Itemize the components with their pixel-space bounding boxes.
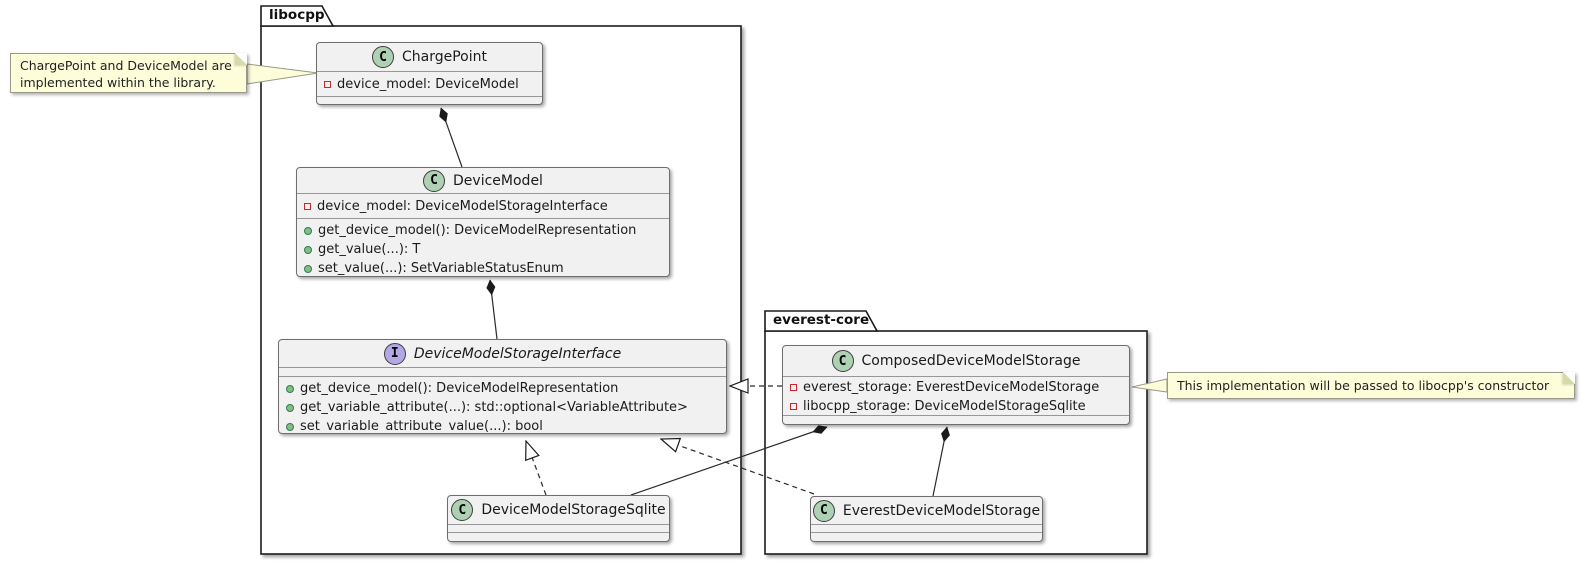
public-method-icon (304, 264, 312, 273)
class-c-icon: C (451, 499, 474, 521)
methods-section-empty (317, 97, 542, 104)
composition-devicemodel-interface (486, 279, 498, 340)
package-everest-core-label: everest-core (773, 312, 870, 328)
class-devicemodelstoragesqlite: C DeviceModelStorageSqlite (447, 495, 670, 542)
field-label: everest_storage: EverestDeviceModelStora… (803, 380, 1100, 395)
package-everest-core-tab (764, 310, 879, 332)
field-row: libocpp_storage: DeviceModelStorageSqlit… (783, 397, 1129, 415)
methods-section: get_device_model(): DeviceModelRepresent… (279, 377, 726, 432)
class-c-icon: C (812, 499, 835, 522)
class-chargepoint-title: C ChargePoint (317, 43, 542, 72)
method-label: set_value(...): SetVariableStatusEnum (318, 261, 564, 275)
note-fold-icon (1563, 372, 1575, 384)
methods-section-empty (448, 533, 669, 541)
interface-i-icon: I (383, 342, 406, 365)
class-c-icon: C (372, 46, 394, 68)
package-libocpp-tab (260, 5, 335, 27)
fields-section-empty (811, 525, 1042, 533)
methods-section-empty (811, 533, 1042, 541)
package-libocpp-body (260, 25, 742, 555)
method-label: get_device_model(): DeviceModelRepresent… (300, 381, 619, 396)
interface-devicemodelstorageinterface: I DeviceModelStorageInterface get_device… (278, 339, 727, 434)
composition-composed-everest (932, 426, 950, 497)
class-title: C EverestDeviceModelStorage (811, 497, 1042, 525)
interface-title: I DeviceModelStorageInterface (279, 340, 726, 368)
field-row: device_model: DeviceModelStorageInterfac… (297, 194, 669, 218)
class-name: DeviceModelStorageSqlite (481, 502, 666, 518)
class-composeddevicemodelstorage: C ComposedDeviceModelStorage everest_sto… (782, 345, 1130, 425)
fields-section-empty (279, 368, 726, 377)
class-title: C DeviceModelStorageSqlite (448, 496, 669, 525)
package-libocpp (260, 5, 742, 555)
private-field-icon (790, 403, 797, 410)
private-field-icon (324, 81, 331, 88)
class-name: DeviceModel (453, 172, 543, 189)
class-everestdevicemodelstorage: C EverestDeviceModelStorage (810, 496, 1043, 542)
public-method-icon (304, 245, 312, 254)
field-label: device_model: DeviceModelStorageInterfac… (317, 199, 608, 214)
field-row: everest_storage: EverestDeviceModelStora… (783, 378, 1129, 397)
method-label: get_variable_attribute(...): std::option… (300, 400, 688, 415)
note-composed: This implementation will be passed to li… (1167, 372, 1575, 399)
class-c-icon: C (831, 350, 854, 372)
field-label: libocpp_storage: DeviceModelStorageSqlit… (803, 399, 1086, 414)
methods-section: get_device_model(): DeviceModelRepresent… (297, 219, 669, 275)
method-row: get_value(...): T (297, 240, 669, 259)
note-anchor-chargepoint (246, 63, 319, 85)
class-c-icon: C (423, 169, 446, 192)
class-name: ChargePoint (402, 49, 487, 65)
fields-section: everest_storage: EverestDeviceModelStora… (783, 377, 1129, 416)
interface-name: DeviceModelStorageInterface (413, 345, 622, 362)
public-method-icon (286, 403, 294, 412)
private-field-icon (790, 384, 797, 391)
fields-section-empty (448, 525, 669, 533)
class-name: ComposedDeviceModelStorage (861, 353, 1081, 369)
method-row: set_variable_attribute_value(...): bool (279, 417, 726, 432)
public-method-icon (286, 422, 294, 431)
note-text: ChargePoint and DeviceModel are implemen… (20, 58, 232, 90)
field-label: device_model: DeviceModel (337, 77, 519, 92)
class-name: EverestDeviceModelStorage (842, 502, 1041, 519)
fields-section: device_model: DeviceModelStorageInterfac… (297, 194, 669, 219)
composition-composed-sqlite (630, 425, 828, 496)
method-label: get_value(...): T (318, 242, 421, 257)
method-row: get_device_model(): DeviceModelRepresent… (297, 221, 669, 240)
method-row: set_value(...): SetVariableStatusEnum (297, 259, 669, 275)
realization-sqlite-interface (526, 441, 547, 496)
field-row: device_model: DeviceModel (317, 72, 542, 96)
note-text: This implementation will be passed to li… (1177, 378, 1550, 393)
note-fold-icon (235, 53, 247, 65)
class-chargepoint: C ChargePoint device_model: DeviceModel (316, 42, 543, 105)
private-field-icon (304, 203, 311, 210)
methods-section-empty (783, 416, 1129, 423)
method-row: get_device_model(): DeviceModelRepresent… (279, 379, 726, 398)
public-method-icon (304, 226, 312, 235)
class-title: C ComposedDeviceModelStorage (783, 346, 1129, 377)
class-devicemodel-title: C DeviceModel (297, 168, 669, 194)
method-row: get_variable_attribute(...): std::option… (279, 398, 726, 417)
package-libocpp-label: libocpp (269, 7, 325, 23)
realization-everest-interface (661, 439, 815, 495)
fields-section: device_model: DeviceModel (317, 72, 542, 97)
method-label: get_device_model(): DeviceModelRepresent… (318, 223, 637, 238)
class-devicemodel: C DeviceModel device_model: DeviceModelS… (296, 167, 670, 277)
note-chargepoint: ChargePoint and DeviceModel are implemen… (10, 53, 247, 93)
composition-chargepoint-devicemodel (439, 107, 463, 168)
method-label: set_variable_attribute_value(...): bool (300, 419, 543, 432)
public-method-icon (286, 384, 294, 393)
